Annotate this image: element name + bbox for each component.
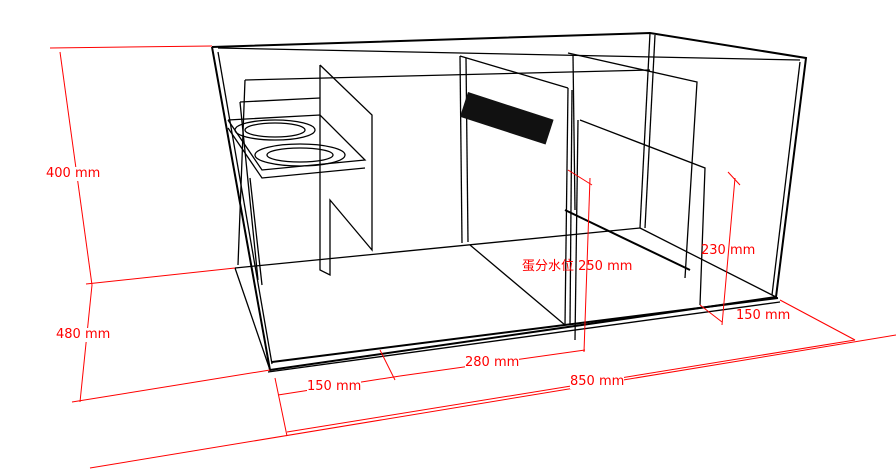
tank-outline — [211, 31, 808, 373]
dim-height-lower: 480 mm — [56, 327, 111, 342]
dim-baffle-height: 230 mm — [701, 243, 756, 258]
dim-left-chamber: 150 mm — [307, 379, 362, 394]
filter-tray — [227, 97, 367, 286]
dim-skimmer-water-level: 蛋分水位 250 mm — [522, 259, 633, 274]
overflow-comb — [459, 91, 554, 145]
dim-right-gap: 150 mm — [736, 308, 791, 323]
baffles — [319, 52, 706, 341]
dim-total-length: 850 mm — [570, 374, 625, 389]
dim-middle-chamber: 280 mm — [465, 355, 520, 370]
dim-height-upper: 400 mm — [46, 166, 101, 181]
